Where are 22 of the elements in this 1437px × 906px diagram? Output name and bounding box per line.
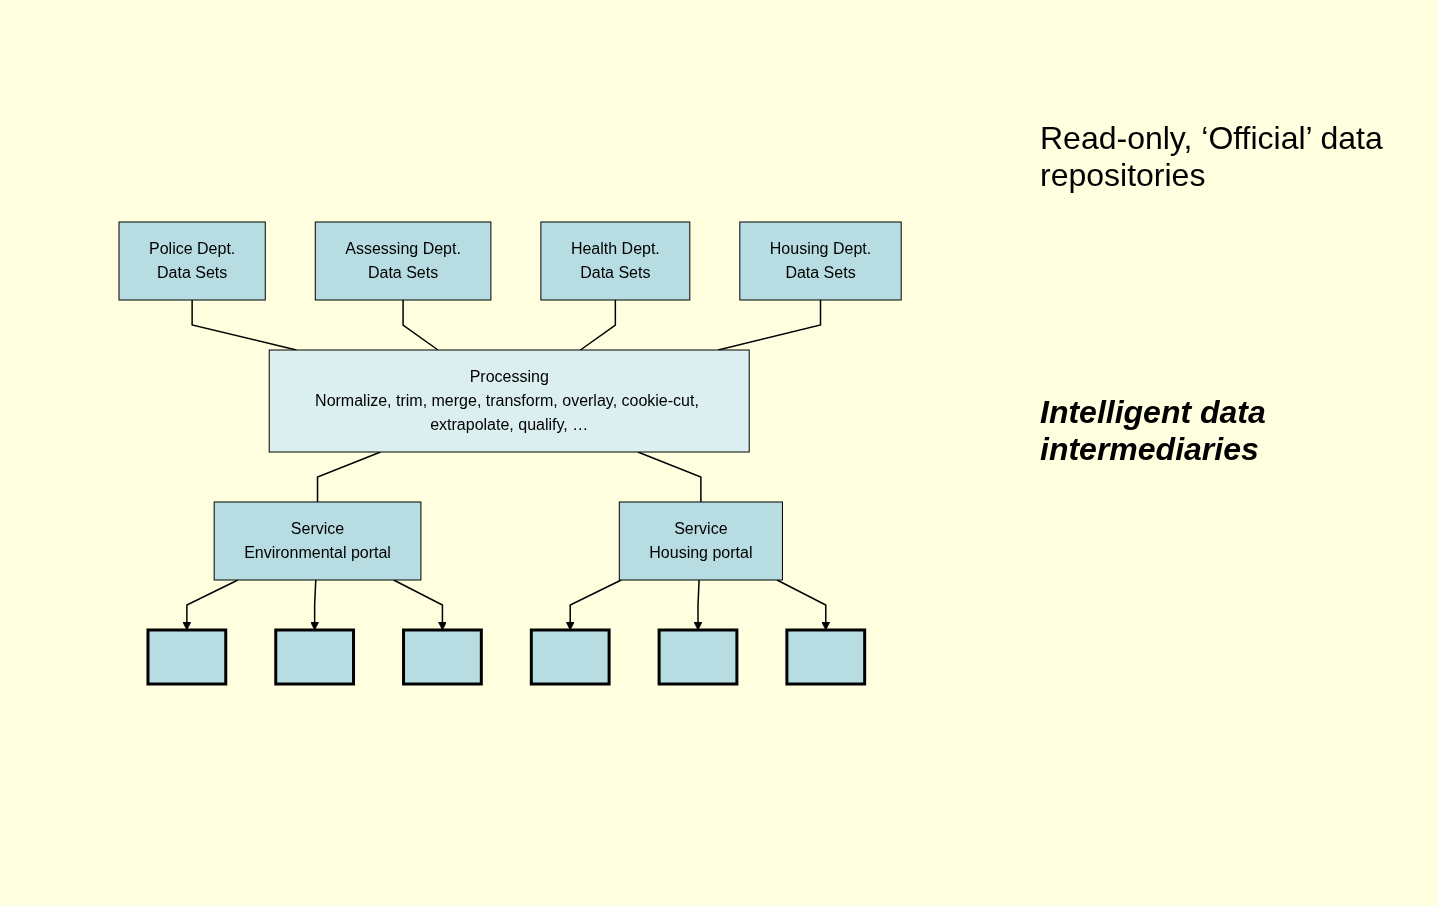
connector <box>402 299 439 351</box>
node-box: Processing Normalize, trim, merge, transform, overlay, cookie-cut, extrapolate, qualify, … <box>268 349 750 453</box>
node-box <box>657 628 739 686</box>
node-box <box>401 628 483 686</box>
arrow <box>776 579 831 631</box>
node-box: Service Environmental portal <box>213 501 422 581</box>
arrow <box>693 579 703 631</box>
node-box <box>785 628 867 686</box>
node-box <box>529 628 611 686</box>
arrow <box>310 579 319 631</box>
arrow <box>182 579 239 631</box>
node-box <box>274 628 355 686</box>
node-box: Health Dept. Data Sets <box>540 221 691 301</box>
connector <box>579 299 616 351</box>
arrow <box>565 579 622 631</box>
node-box: Assessing Dept. Data Sets <box>314 221 492 301</box>
node-box: Service Housing portal <box>618 501 783 581</box>
node-box: Police Dept. Data Sets <box>118 221 266 301</box>
side-note: Intelligent data intermediaries <box>1040 394 1267 468</box>
side-note: Read-only, ‘Official’ data repositories <box>1040 120 1384 194</box>
node-box: Housing Dept. Data Sets <box>739 221 902 301</box>
node-box <box>146 628 228 686</box>
